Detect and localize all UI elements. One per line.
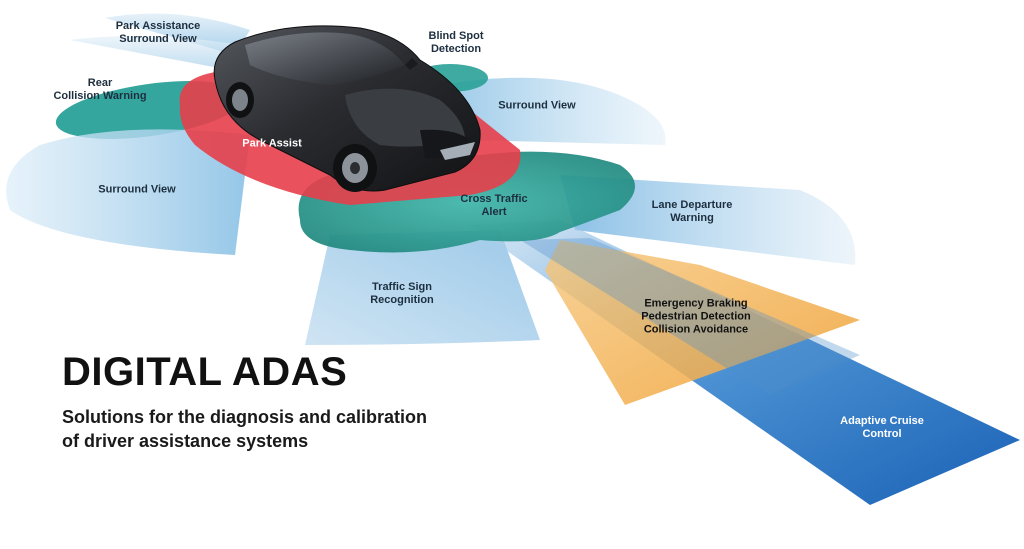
- car: [213, 25, 481, 192]
- surround-view-right-zone: [440, 77, 666, 145]
- park-assistance-zone-2: [70, 36, 240, 70]
- surround-view-left-zone: [6, 129, 250, 255]
- label-park-assist: Park Assist: [242, 137, 302, 150]
- label-surround-view-left: Surround View: [98, 183, 176, 196]
- subtitle-line-2: of driver assistance systems: [62, 431, 309, 451]
- emergency-braking-zone: [545, 240, 860, 405]
- traffic-sign-zone: [305, 230, 540, 345]
- lane-departure-zone: [560, 175, 856, 265]
- label-surround-view-right: Surround View: [498, 99, 576, 112]
- page-title: DIGITAL ADAS: [62, 350, 348, 394]
- subtitle-line-1: Solutions for the diagnosis and calibrat…: [62, 407, 428, 427]
- page-subtitle: Solutions for the diagnosis and calibrat…: [62, 405, 427, 453]
